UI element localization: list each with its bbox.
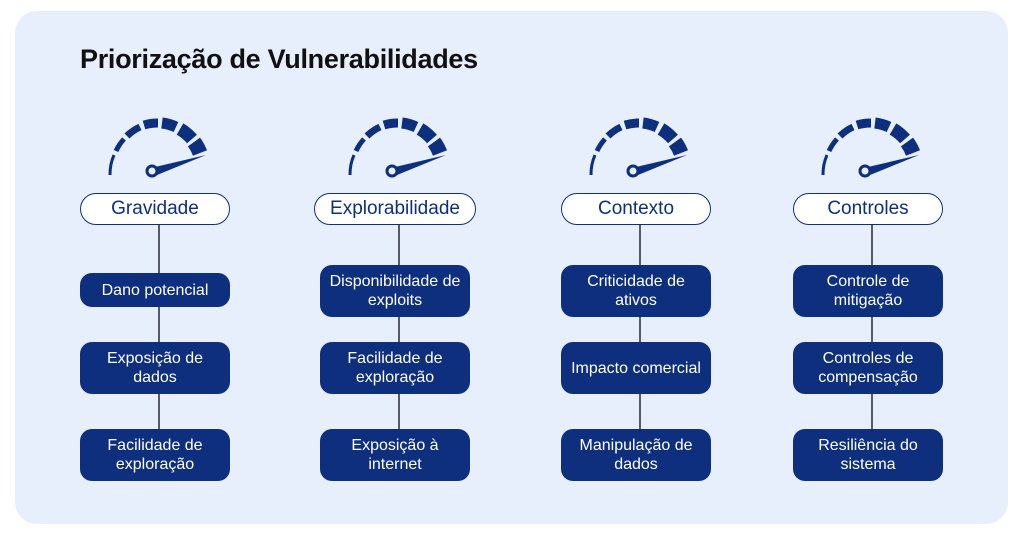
factor-item: Exposição de dados [80,342,230,394]
speedometer-icon [348,117,447,178]
factor-item: Impacto comercial [561,342,711,394]
factor-item: Controles de compensação [793,342,943,394]
speedometer-icon [821,117,920,178]
speedometer-icon [589,117,688,178]
category-header: Gravidade [80,193,230,225]
category-header: Controles [793,193,943,225]
factor-item: Controle de mitigação [793,265,943,317]
factor-item: Exposição à internet [320,429,470,481]
factor-item: Facilidade de exploração [320,342,470,394]
speedometer-icon [108,117,207,178]
category-header: Explorabilidade [314,193,476,225]
page-title: Priorização de Vulnerabilidades [80,44,478,74]
factor-item: Criticidade de ativos [561,265,711,317]
factor-item: Resiliência do sistema [793,429,943,481]
category-header: Contexto [561,193,711,225]
factor-item: Dano potencial [80,273,230,307]
factor-item: Facilidade de exploração [80,429,230,481]
factor-item: Manipulação de dados [561,429,711,481]
factor-item: Disponibilidade de exploits [320,265,470,317]
